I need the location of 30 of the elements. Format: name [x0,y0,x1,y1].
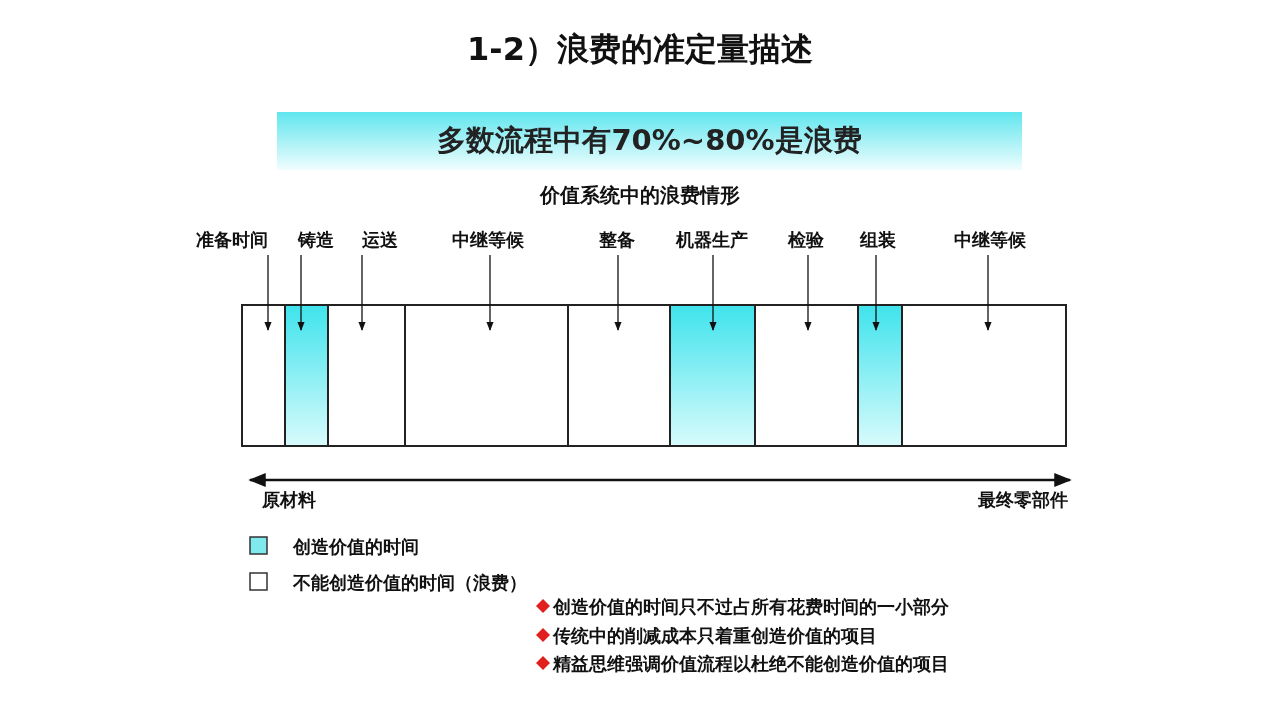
step-label: 检验 [788,228,824,252]
arrow [872,254,880,331]
axis-label: 原材料 [262,488,316,512]
arrow [486,254,494,331]
step-label: 中继等候 [954,228,1026,252]
headline-banner [277,112,1022,170]
arrow [804,254,812,331]
bullet-note: 传统中的削减成本只着重创造价值的项目 [553,624,877,648]
axis-label: 最终零部件 [978,488,1068,512]
banner-text: 多数流程中有70%~80%是浪费 [437,122,862,159]
step-label: 铸造 [298,228,334,252]
title: 1-2）浪费的准定量描述 [466,29,814,70]
bullet-note: 精益思维强调价值流程以杜绝不能创造价值的项目 [553,652,949,676]
arrow [358,254,366,331]
bullet-note: 创造价值的时间只不过占所有花费时间的一小部分 [553,595,949,619]
step-label: 组装 [860,228,896,252]
arrow [614,254,622,331]
arrow [297,254,305,331]
step-label: 准备时间 [196,228,268,252]
arrow [709,254,717,331]
legend-label: 创造价值的时间 [293,535,419,559]
step-label: 机器生产 [676,228,748,252]
legend-label: 不能创造价值的时间（浪费） [293,571,527,595]
step-label: 中继等候 [452,228,524,252]
step-label: 整备 [599,228,635,252]
arrow [984,254,992,331]
subtitle: 价值系统中的浪费情形 [538,182,741,209]
arrow [264,254,272,331]
step-label: 运送 [362,228,398,252]
timeline-segment [901,304,1067,447]
